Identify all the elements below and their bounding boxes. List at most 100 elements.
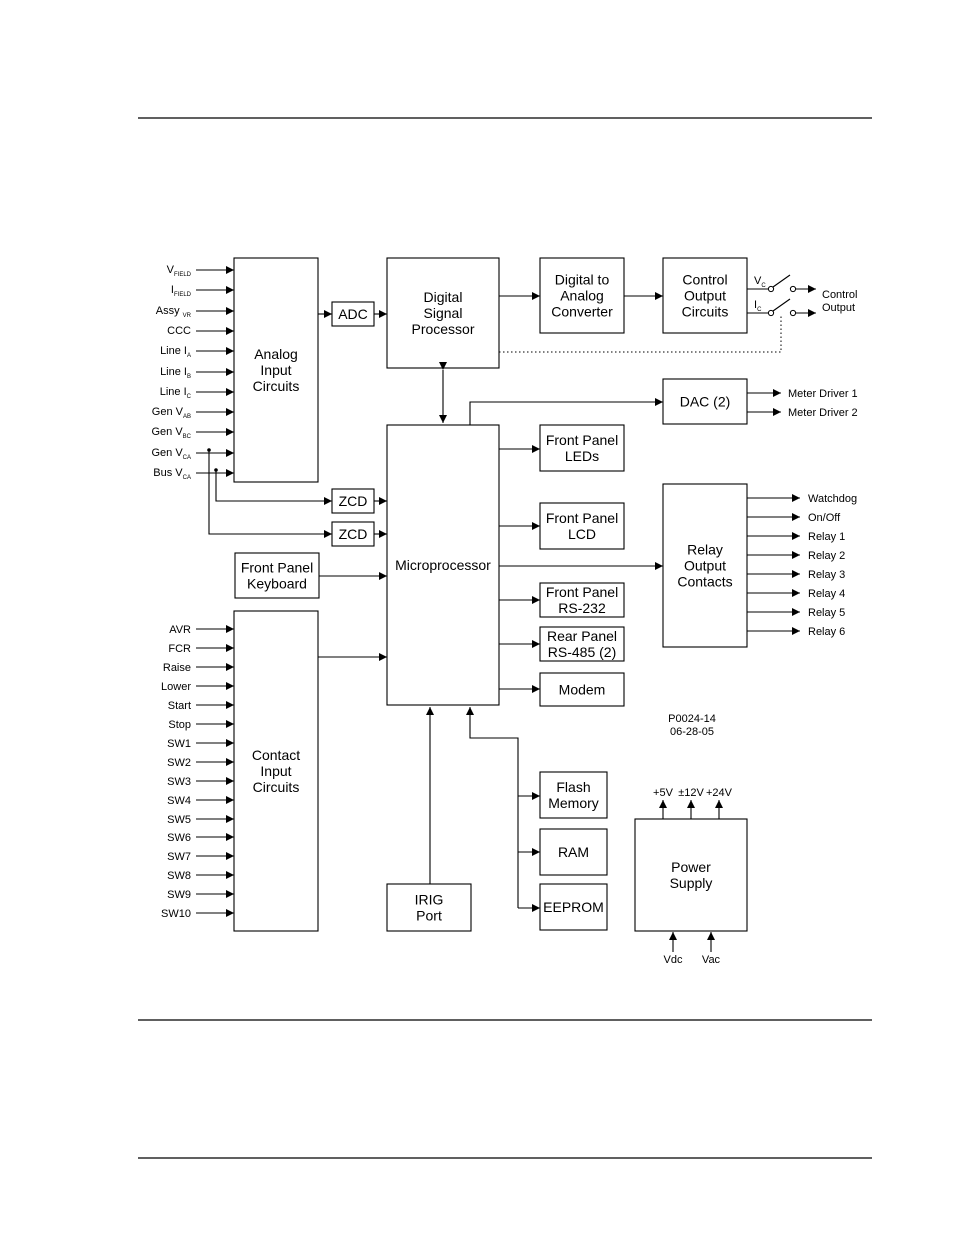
relay-output-label: Relay 3 — [808, 569, 845, 581]
contact-input-label: SW8 — [167, 870, 191, 882]
dac2-label: DAC (2) — [680, 394, 731, 410]
bus-vca-to-zcd-wire — [215, 470, 332, 505]
microprocessor-label: Microprocessor — [395, 557, 491, 573]
relay-output-label: Contacts — [677, 574, 732, 590]
power-output-label: ±12V — [678, 787, 704, 799]
drawing-id-label: P0024-14 — [668, 713, 716, 725]
switch-contact-icon — [789, 309, 797, 317]
microprocessor-block: Microprocessor — [386, 424, 500, 706]
modem-block: Modem — [539, 672, 625, 707]
front-panel-leds-label: Front Panel — [546, 432, 618, 448]
contact-input-label: AVR — [169, 624, 191, 636]
dac-converter-label: Analog — [560, 288, 604, 304]
zcd2-block: ZCD — [331, 521, 375, 547]
meter-driver-1-label: Meter Driver 1 — [788, 388, 858, 400]
relay-output-label: Output — [684, 558, 726, 574]
rear-panel-rs485-label: RS-485 (2) — [548, 644, 616, 660]
eeprom-block: EEPROM — [539, 883, 608, 931]
ram-label: RAM — [558, 844, 589, 860]
contact-input-label: SW3 — [167, 776, 191, 788]
relay-output-label: Relay 1 — [808, 531, 845, 543]
analog-input-label: CCC — [167, 325, 191, 337]
front-panel-keyboard-label: Keyboard — [247, 576, 307, 592]
contact-input-label: SW10 — [161, 908, 191, 920]
meter-driver-2-label: Meter Driver 2 — [788, 407, 858, 419]
analog-input-label: Circuits — [253, 378, 300, 394]
junction-dot — [214, 468, 218, 472]
irig-port-label: IRIG — [415, 892, 444, 908]
power-output-label: +5V — [653, 787, 674, 799]
modem-label: Modem — [559, 682, 606, 698]
power-supply-label: Power — [671, 859, 711, 875]
contact-input-label: SW9 — [167, 889, 191, 901]
front-panel-keyboard-label: Front Panel — [241, 560, 313, 576]
micro-to-dac2-wire — [469, 398, 663, 425]
contact-input-label: Raise — [163, 662, 191, 674]
contact-input-label: Lower — [161, 681, 191, 693]
control-output-label: Output — [684, 288, 726, 304]
switch-contact-icon — [767, 309, 775, 317]
memory-bus-wire — [466, 707, 519, 908]
analog-input-label: Line IC — [160, 386, 192, 400]
front-panel-leds-label: LEDs — [565, 448, 599, 464]
analog-input-label: Line IA — [160, 345, 191, 359]
relay-output-label: Relay 5 — [808, 607, 845, 619]
irig-port-label: Port — [416, 908, 442, 924]
drawing-id-label: 06-28-05 — [670, 726, 714, 738]
dsp-label: Signal — [424, 305, 463, 321]
contact-input-label: SW6 — [167, 832, 191, 844]
analog-input-label: Gen VBC — [151, 426, 191, 440]
analog-input-label: Input — [260, 362, 291, 378]
gen-vca-to-zcd-wire — [208, 450, 332, 538]
contact-input-label: SW4 — [167, 795, 191, 807]
contact-input-label: Circuits — [253, 779, 300, 795]
control-output-label: Control — [682, 272, 727, 288]
front-panel-lcd-label: Front Panel — [546, 510, 618, 526]
switch-blade-2 — [772, 298, 791, 312]
contact-input-label: Contact — [252, 747, 300, 763]
analog-input-label: Analog — [254, 346, 298, 362]
control-switch-label: IC — [754, 299, 762, 313]
relay-output-label: Relay 2 — [808, 550, 845, 562]
contact-input-label: Stop — [168, 719, 191, 731]
junction-dot — [207, 448, 211, 452]
power-input-label: Vdc — [664, 954, 683, 966]
analog-input-label: VFIELD — [167, 264, 192, 278]
power-output-label: +24V — [706, 787, 733, 799]
relay-output-label: Relay 4 — [808, 588, 845, 600]
control-switch-label: VC — [754, 275, 766, 289]
dac2-block: DAC (2) — [662, 378, 748, 425]
dac-converter-label: Digital to — [555, 272, 610, 288]
zcd1-block: ZCD — [331, 488, 375, 514]
eeprom-label: EEPROM — [543, 899, 604, 915]
flash-memory-label: Flash — [556, 779, 590, 795]
adc-block: ADC — [331, 301, 375, 327]
front-panel-rs232-label: Front Panel — [546, 584, 618, 600]
analog-input-label: Gen VAB — [152, 406, 191, 420]
dac-converter-label: Converter — [551, 304, 613, 320]
contact-input-label: SW7 — [167, 851, 191, 863]
zcd2-label: ZCD — [339, 526, 368, 542]
analog-input-label: Gen VCA — [151, 447, 191, 461]
switch-contact-icon — [767, 285, 775, 293]
analog-input-label: Assy VR — [156, 305, 192, 319]
contact-input-label: SW2 — [167, 757, 191, 769]
power-input-label: Vac — [702, 954, 721, 966]
power-supply-label: Supply — [670, 875, 713, 891]
contact-input-label: Input — [260, 763, 291, 779]
contact-input-label: Start — [168, 700, 191, 712]
relay-output-label: Relay 6 — [808, 626, 845, 638]
